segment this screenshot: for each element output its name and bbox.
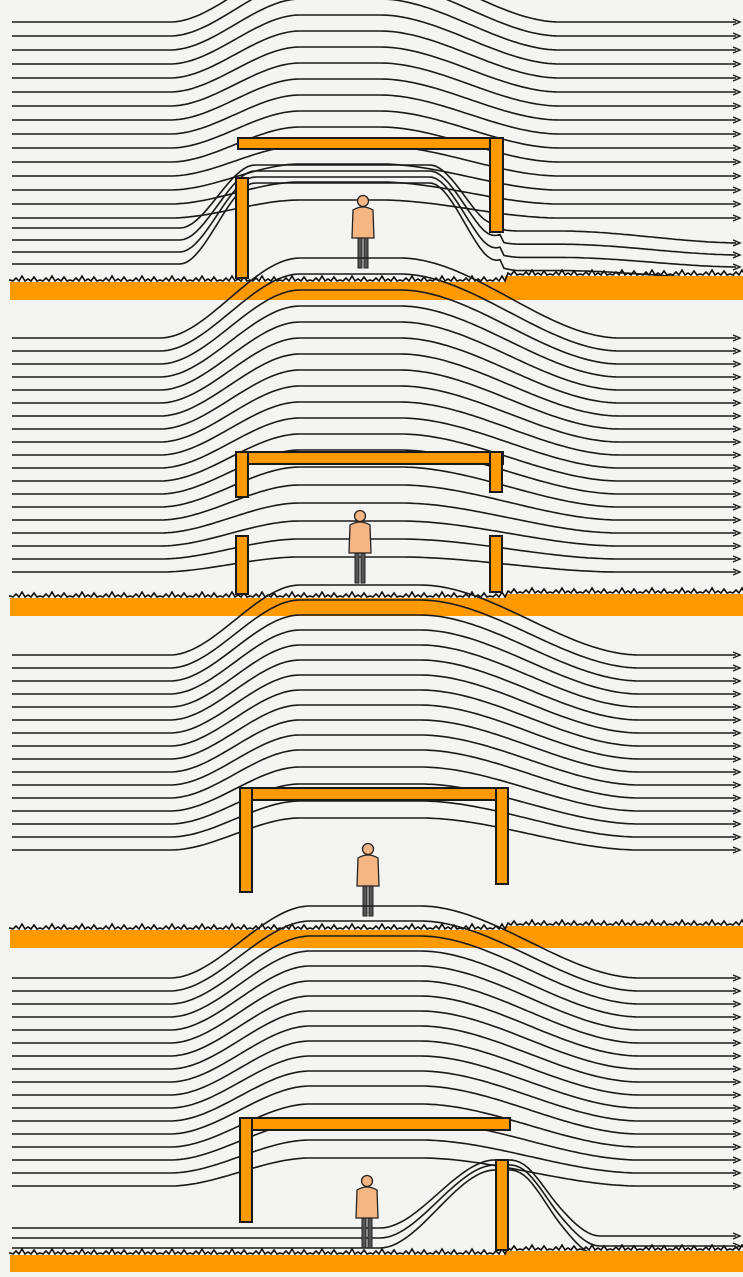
roof <box>240 1118 510 1130</box>
person-body <box>356 1187 378 1218</box>
person-body <box>357 855 379 886</box>
roof <box>238 452 503 464</box>
left-wall <box>240 788 252 892</box>
right-wall-upper <box>490 452 502 492</box>
right-wall-upper <box>490 138 503 232</box>
roof <box>238 138 503 149</box>
person-leg <box>358 238 362 268</box>
person-body <box>352 207 374 238</box>
person-head <box>355 511 366 522</box>
roof <box>240 788 508 800</box>
person-leg <box>361 553 365 583</box>
person-head <box>363 844 374 855</box>
person-leg <box>355 553 359 583</box>
left-wall-lower <box>236 536 248 594</box>
right-wall <box>496 1160 508 1250</box>
left-wall-upper <box>236 452 248 497</box>
person-leg <box>368 1218 372 1248</box>
person-leg <box>369 886 373 916</box>
person-head <box>362 1176 373 1187</box>
person-leg <box>363 886 367 916</box>
left-wall <box>236 178 248 278</box>
right-wall <box>496 788 508 884</box>
right-wall-lower <box>490 536 502 592</box>
person-body <box>349 522 371 553</box>
person-leg <box>362 1218 366 1248</box>
person-head <box>358 196 369 207</box>
person-leg <box>364 238 368 268</box>
left-wall <box>240 1118 252 1222</box>
